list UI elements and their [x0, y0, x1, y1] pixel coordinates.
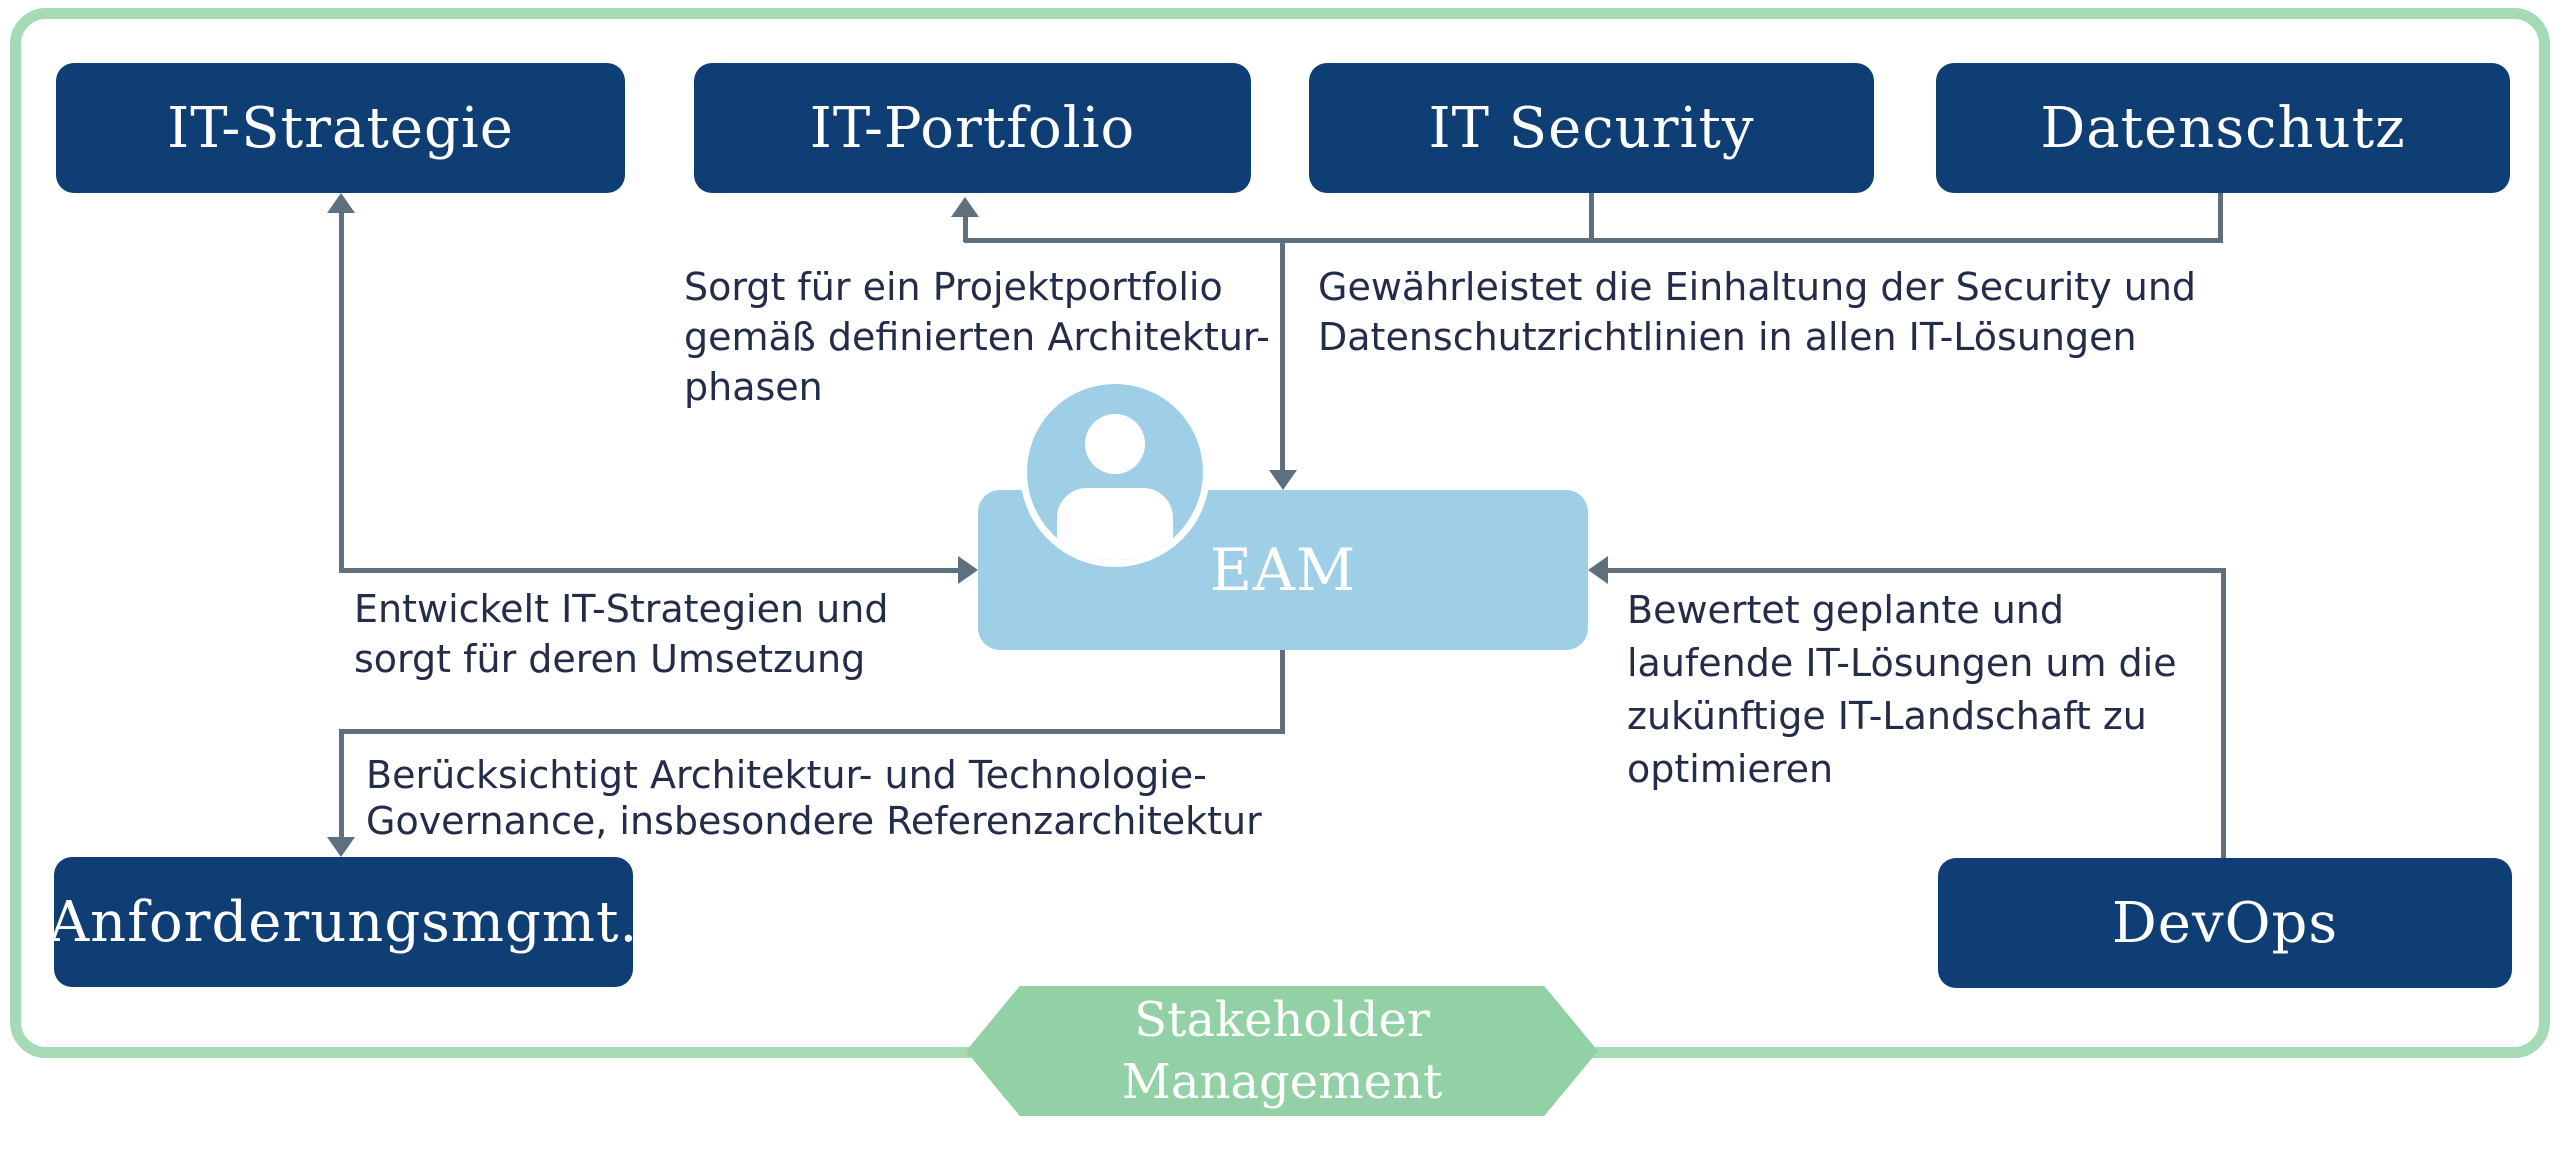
connector-devops-vertical	[2221, 568, 2226, 858]
person-icon-shoulders	[1057, 488, 1173, 560]
annotation-security-datenschutz: Gewährleistet die Einhaltung der Securit…	[1318, 262, 2196, 362]
annotation-line: Bewertet geplante und	[1627, 588, 2064, 632]
annotation-line: gemäß definierten Architektur-	[684, 315, 1270, 359]
stakeholder-label-line2: Management	[1121, 1054, 1443, 1110]
annotation-it-portfolio: Sorgt für ein Projektportfolio gemäß def…	[684, 262, 1270, 412]
node-it-strategie: IT-Strategie	[56, 63, 625, 193]
node-eam-label: EAM	[1209, 536, 1357, 604]
node-devops-label: DevOps	[2111, 890, 2339, 956]
annotation-governance: Berücksichtigt Architektur- und Technolo…	[366, 752, 1262, 844]
annotation-line: Governance, insbesondere Referenzarchite…	[366, 799, 1262, 843]
connector-strategie-eam-horizontal	[339, 568, 964, 573]
annotation-line: Datenschutzrichtlinien in allen IT-Lösun…	[1318, 315, 2137, 359]
annotation-line: Berücksichtigt Architektur- und Technolo…	[366, 753, 1207, 797]
connector-eam-anforderung-horizontal	[339, 729, 1285, 734]
node-devops: DevOps	[1938, 858, 2512, 988]
connector-devops-eam-horizontal	[1606, 568, 2226, 573]
node-datenschutz-label: Datenschutz	[2040, 95, 2406, 161]
node-datenschutz: Datenschutz	[1936, 63, 2510, 193]
person-icon-head	[1085, 414, 1145, 474]
annotation-line: Sorgt für ein Projektportfolio	[684, 265, 1223, 309]
connector-anforderung-vertical	[339, 729, 344, 839]
annotation-line: phasen	[684, 365, 823, 409]
annotation-line: Entwickelt IT-Strategien und	[354, 587, 889, 631]
annotation-line: optimieren	[1627, 747, 1834, 791]
arrowhead-up-it-portfolio-icon	[951, 197, 979, 217]
node-it-portfolio: IT-Portfolio	[694, 63, 1251, 193]
connector-bus-eam-vertical	[1280, 238, 1285, 473]
arrowhead-right-eam-icon	[958, 556, 978, 584]
connector-strategie-eam-vertical	[339, 208, 344, 573]
annotation-line: Gewährleistet die Einhaltung der Securit…	[1318, 265, 2197, 309]
node-anforderungsmgmt: Anforderungsmgmt.	[49, 857, 637, 987]
connector-datenschutz-bus-vertical	[2218, 193, 2223, 241]
node-anforderungsmgmt-label: Anforderungsmgmt.	[48, 889, 639, 955]
person-icon	[1020, 377, 1210, 567]
connector-eam-bottom-vertical	[1280, 650, 1285, 734]
arrowhead-down-anforderungsmgmt-icon	[327, 837, 355, 857]
node-it-strategie-label: IT-Strategie	[167, 95, 514, 161]
arrowhead-up-it-strategie-icon	[327, 193, 355, 213]
annotation-it-strategie: Entwickelt IT-Strategien und sorgt für d…	[354, 584, 888, 684]
annotation-devops: Bewertet geplante und laufende IT-Lösung…	[1627, 584, 2177, 796]
stakeholder-label-line1: Stakeholder	[1134, 992, 1430, 1048]
node-it-portfolio-label: IT-Portfolio	[809, 95, 1136, 161]
node-it-security: IT Security	[1309, 63, 1874, 193]
node-it-security-label: IT Security	[1428, 95, 1755, 161]
connector-bus-it-portfolio-vertical	[963, 214, 968, 242]
connector-it-security-bus-vertical	[1589, 193, 1594, 241]
stakeholder-management-hexagon: Stakeholder Management	[966, 986, 1598, 1116]
arrowhead-left-eam-icon	[1588, 556, 1608, 584]
arrowhead-down-eam-icon	[1269, 470, 1297, 490]
annotation-line: sorgt für deren Umsetzung	[354, 637, 866, 681]
annotation-line: zukünftige IT-Landschaft zu	[1627, 694, 2147, 738]
annotation-line: laufende IT-Lösungen um die	[1627, 641, 2177, 685]
